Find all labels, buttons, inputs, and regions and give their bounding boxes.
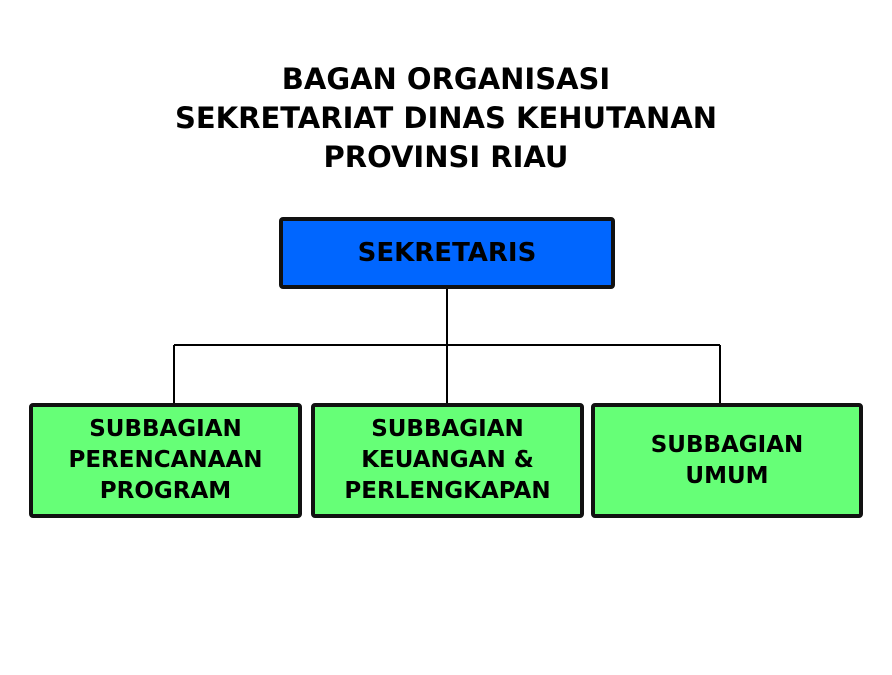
node-sekretaris-label: SEKRETARIS xyxy=(357,238,537,268)
chart-title: BAGAN ORGANISASI SEKRETARIAT DINAS KEHUT… xyxy=(0,60,892,177)
node-sekretaris: SEKRETARIS xyxy=(279,217,615,289)
node-label-line: PERENCANAAN xyxy=(68,447,263,473)
node-label-line: PROGRAM xyxy=(99,478,232,504)
node-label-line: SUBBAGIAN xyxy=(89,416,242,442)
node-subbagian-perencanaan-program: SUBBAGIAN PERENCANAAN PROGRAM xyxy=(29,403,302,518)
node-label-line: UMUM xyxy=(685,462,769,489)
title-line-3: PROVINSI RIAU xyxy=(323,140,569,174)
node-label-line: PERLENGKAPAN xyxy=(344,478,551,504)
node-subbagian-umum: SUBBAGIAN UMUM xyxy=(591,403,863,518)
node-label-line: SUBBAGIAN xyxy=(650,431,804,458)
title-line-2: SEKRETARIAT DINAS KEHUTANAN xyxy=(174,101,718,135)
title-line-1: BAGAN ORGANISASI xyxy=(281,62,611,96)
node-subbagian-keuangan-perlengkapan: SUBBAGIAN KEUANGAN & PERLENGKAPAN xyxy=(311,403,584,518)
node-label-line: SUBBAGIAN xyxy=(371,416,524,442)
node-label-line: KEUANGAN & xyxy=(361,447,534,473)
